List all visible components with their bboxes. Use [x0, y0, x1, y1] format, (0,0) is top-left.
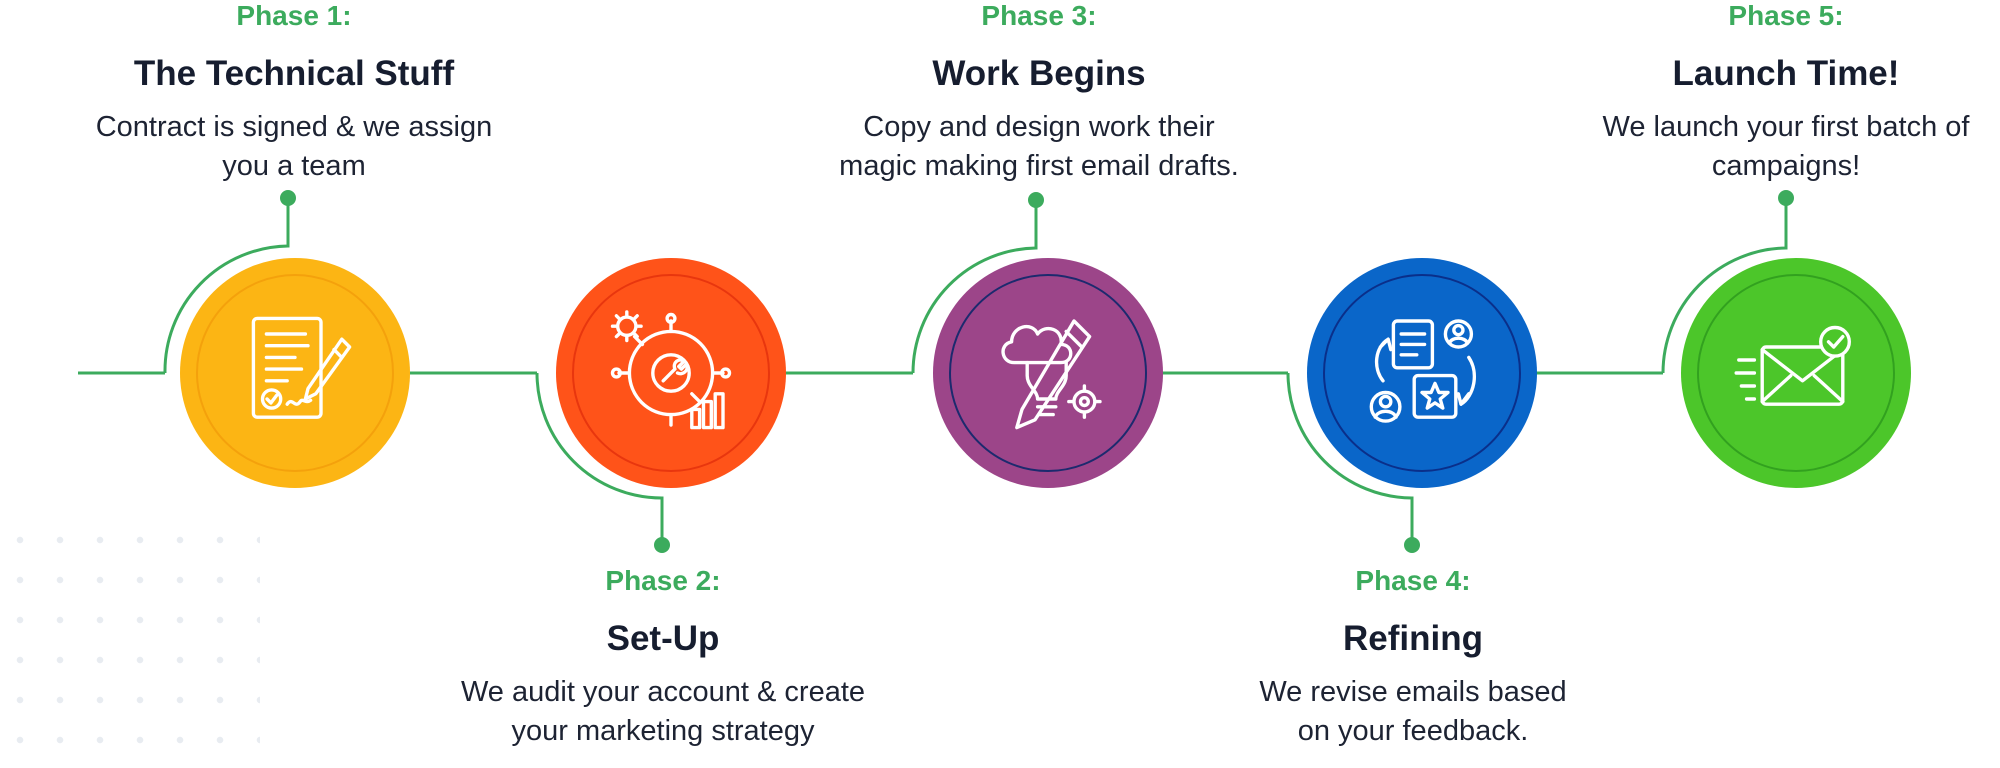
dot-pattern-decoration: [0, 520, 260, 768]
phase-4-label: Phase 4:: [1355, 565, 1471, 596]
connector-dot-2: [654, 537, 670, 553]
phase-1-desc-line1: Contract is signed & we assign: [95, 111, 493, 143]
connector-arc-4: [1286, 372, 1414, 543]
phase-5-description: We launch your first batch of campaigns!: [1548, 108, 2000, 186]
phase-4-circle: [1307, 258, 1537, 488]
phase-2-label: Phase 2:: [605, 565, 721, 596]
connector-arc-1: [163, 198, 290, 374]
phase-5-inner-ring: [1697, 274, 1895, 472]
creative-design-icon: [1001, 319, 1102, 430]
phase-4-desc-line2: on your feedback.: [1297, 715, 1529, 747]
phase-3-description: Copy and design work their magic making …: [799, 108, 1279, 186]
phase-3-inner-ring: [949, 274, 1147, 472]
phase-4-description: We revise emails based on your feedback.: [1173, 673, 1653, 751]
connector-dot-3: [1028, 192, 1044, 208]
phase-1-text: Phase 1: The Technical Stuff Contract is…: [54, 0, 534, 186]
phase-3-text: Phase 3: Work Begins Copy and design wor…: [799, 0, 1279, 186]
phase-5-title: Launch Time!: [1672, 54, 1900, 93]
phase-3-title: Work Begins: [932, 54, 1146, 93]
connector-dot-4: [1404, 537, 1420, 553]
contract-signing-icon: [251, 316, 352, 419]
phase-2-circle: [556, 258, 786, 488]
phase-1-title: The Technical Stuff: [133, 54, 455, 93]
feedback-review-icon: [1369, 319, 1477, 423]
phase-4-title: Refining: [1343, 619, 1483, 658]
phase-3-circle: [933, 258, 1163, 488]
phase-2-inner-ring: [572, 274, 770, 472]
phase-4-inner-ring: [1323, 274, 1521, 472]
phase-1-description: Contract is signed & we assign you a tea…: [54, 108, 534, 186]
phase-5-desc-line1: We launch your first batch of: [1602, 111, 1970, 143]
phase-1-label: Phase 1:: [236, 0, 352, 31]
phase-1-circle: [180, 258, 410, 488]
phase-5-text: Phase 5: Launch Time! We launch your fir…: [1548, 0, 2000, 186]
phase-1-inner-ring: [196, 274, 394, 472]
phase-2-desc-line1: We audit your account & create: [460, 676, 866, 708]
phase-5-desc-line2: campaigns!: [1711, 150, 1861, 182]
phase-2-text: Phase 2: Set-Up We audit your account & …: [423, 565, 903, 751]
phase-5-label: Phase 5:: [1728, 0, 1844, 31]
phase-3-desc-line1: Copy and design work their: [863, 111, 1215, 143]
phase-4-desc-line1: We revise emails based: [1259, 676, 1567, 708]
connector-dot-5: [1778, 190, 1794, 206]
connector-arc-2: [535, 372, 664, 543]
connector-arc-3: [911, 200, 1038, 374]
phase-4-text: Phase 4: Refining We revise emails based…: [1173, 565, 1653, 751]
phase-3-label: Phase 3:: [981, 0, 1097, 31]
connector-arc-5: [1661, 198, 1788, 374]
phase-2-desc-line2: your marketing strategy: [511, 715, 815, 747]
email-launch-icon: [1734, 325, 1851, 406]
phase-2-description: We audit your account & create your mark…: [423, 673, 903, 751]
phase-2-title: Set-Up: [606, 619, 720, 658]
phase-3-desc-line2: magic making first email drafts.: [839, 150, 1239, 182]
connector-dot-1: [280, 190, 296, 206]
strategy-setup-icon: [610, 310, 732, 430]
phase-5-circle: [1681, 258, 1911, 488]
phase-1-desc-line2: you a team: [222, 150, 366, 182]
